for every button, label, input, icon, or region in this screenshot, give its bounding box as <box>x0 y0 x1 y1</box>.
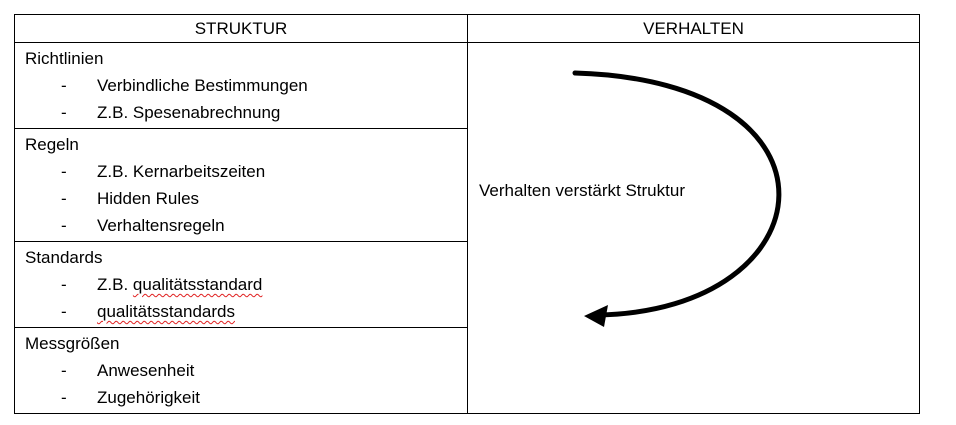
section-title: Messgrößen <box>25 334 120 353</box>
section-cell: Standards - Z.B. qualitätsstandard - qua… <box>14 241 468 328</box>
list-item-text: Anwesenheit <box>97 361 195 380</box>
dash-marker: - <box>61 189 67 208</box>
list-item-text: qualitätsstandards <box>97 298 235 325</box>
header-row: STRUKTUR VERHALTEN <box>14 14 920 43</box>
arrow-head <box>584 305 608 327</box>
list-item: - Anwesenheit <box>25 357 467 384</box>
dash-marker: - <box>61 216 67 235</box>
list-item: - Z.B. Kernarbeitszeiten <box>25 158 467 185</box>
section-title: Richtlinien <box>25 49 104 68</box>
section-cell: Richtlinien - Verbindliche Bestimmungen … <box>14 42 468 129</box>
section-cell: Messgrößen - Anwesenheit - Zugehörigkeit <box>14 327 468 414</box>
section-cell: Regeln - Z.B. Kernarbeitszeiten - Hidden… <box>14 128 468 242</box>
dash-marker: - <box>61 388 67 407</box>
list-item-text: Hidden Rules <box>97 189 200 208</box>
list-item: - Hidden Rules <box>25 185 467 212</box>
struktur-verhalten-table: STRUKTUR VERHALTEN Richtlinien - Verbind… <box>14 14 920 414</box>
dash-marker: - <box>61 76 67 95</box>
misspelled-word[interactable]: qualitätsstandard <box>132 275 263 294</box>
list-item-text: Verhaltensregeln <box>97 216 225 235</box>
list-item-text: Z.B. Spesenabrechnung <box>97 103 281 122</box>
list-item-text: Verbindliche Bestimmungen <box>97 76 308 95</box>
cycle-arrow-icon <box>572 70 782 327</box>
list-item: - Z.B. qualitätsstandard <box>25 271 467 298</box>
list-item: - Z.B. Spesenabrechnung <box>25 99 467 126</box>
verhalten-caption: Verhalten verstärkt Struktur <box>479 181 685 200</box>
section-row-messgroessen: Messgrößen - Anwesenheit - Zugehörigkeit <box>14 327 920 414</box>
dash-marker: - <box>61 275 67 294</box>
list-item-prefix: Z.B. <box>97 275 133 294</box>
header-verhalten: VERHALTEN <box>467 14 920 43</box>
list-item: - Zugehörigkeit <box>25 384 467 411</box>
section-row-richtlinien: Richtlinien - Verbindliche Bestimmungen … <box>14 42 920 414</box>
section-title: Standards <box>25 248 103 267</box>
list-item-text: Z.B. Kernarbeitszeiten <box>97 162 266 181</box>
list-item-text: Z.B. qualitätsstandard <box>97 271 262 298</box>
section-title: Regeln <box>25 135 79 154</box>
misspelled-word[interactable]: qualitätsstandards <box>97 302 235 321</box>
verhalten-cell: Verhalten verstärkt Struktur <box>467 42 920 414</box>
dash-marker: - <box>61 302 67 321</box>
curved-arrow-shaft <box>572 70 782 318</box>
dash-marker: - <box>61 103 67 122</box>
list-item: - Verbindliche Bestimmungen <box>25 72 467 99</box>
section-row-regeln: Regeln - Z.B. Kernarbeitszeiten - Hidden… <box>14 128 920 242</box>
header-struktur: STRUKTUR <box>14 14 468 43</box>
dash-marker: - <box>61 361 67 380</box>
list-item: - Verhaltensregeln <box>25 212 467 239</box>
list-item-text: Zugehörigkeit <box>97 388 201 407</box>
list-item: - qualitätsstandards <box>25 298 467 325</box>
dash-marker: - <box>61 162 67 181</box>
